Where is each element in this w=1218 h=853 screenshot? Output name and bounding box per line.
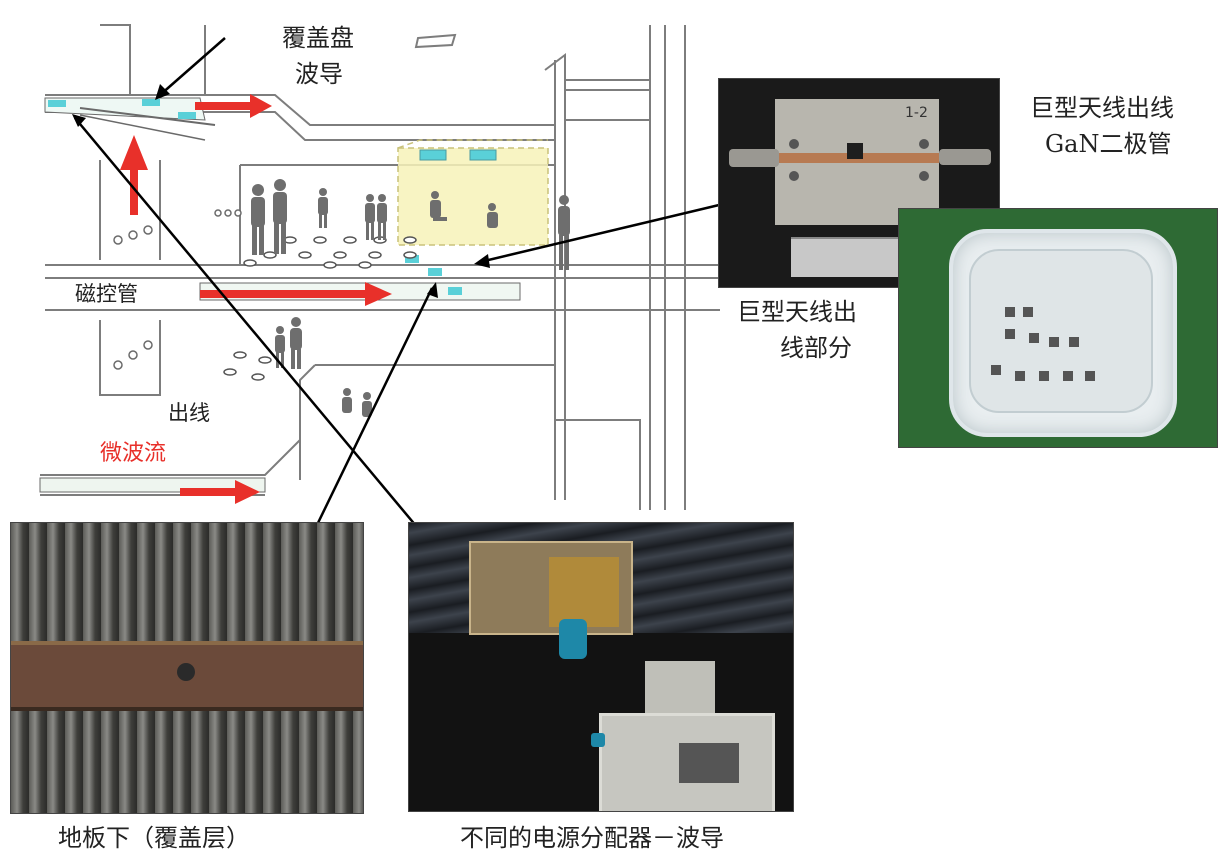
magnetron-label: 磁控管 <box>75 282 138 306</box>
upper-waveguide <box>44 97 216 141</box>
highlighted-room <box>397 139 549 246</box>
antenna-part-label-line1: 巨型天线出 <box>737 298 857 326</box>
underfloor-photo <box>10 522 364 814</box>
antenna-board-note: 1-2 <box>905 105 928 121</box>
power-divider-photo <box>408 522 794 812</box>
power-divider-caption: 不同的电源分配器－波导 <box>460 824 724 852</box>
waveguide-label: 波导 <box>295 60 343 88</box>
antenna-part-label-line2: 线部分 <box>780 334 852 362</box>
cover-plate-label: 覆盖盘 <box>282 24 354 52</box>
underfloor-caption: 地板下（覆盖层） <box>58 824 250 852</box>
people-silhouettes <box>251 179 570 417</box>
microwave-flow-label: 微波流 <box>100 441 167 466</box>
microwave-flow-arrows <box>120 94 392 504</box>
antenna-diode-label-line1: 巨型天线出线 <box>1030 94 1174 122</box>
outlet-label: 出线 <box>168 401 210 425</box>
antenna-diode-label-line2: GaN二极管 <box>1045 130 1172 158</box>
gan-diode-photo <box>898 208 1218 448</box>
